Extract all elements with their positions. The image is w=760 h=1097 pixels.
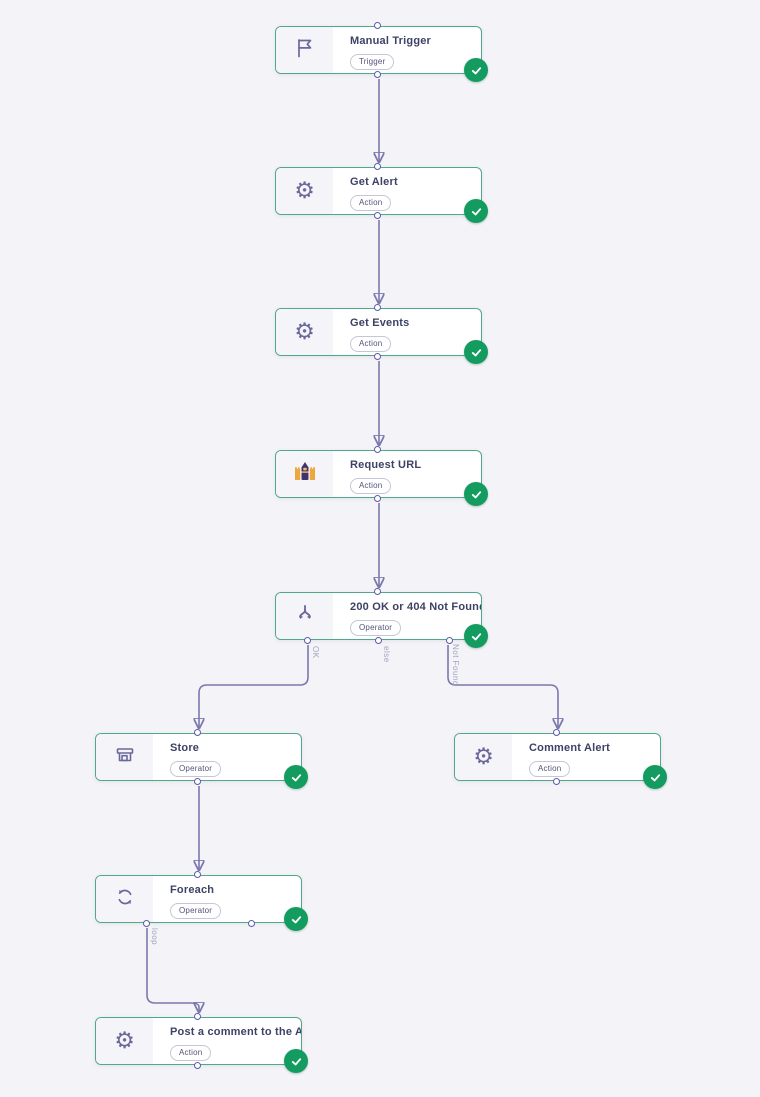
port-out[interactable] xyxy=(373,212,381,219)
edge-label-loop: loop xyxy=(150,928,159,946)
loop-icon xyxy=(113,885,137,914)
node-title: Store xyxy=(170,742,200,754)
check-icon xyxy=(471,207,481,215)
port-out[interactable] xyxy=(193,1062,201,1069)
edge-not-found xyxy=(447,645,558,727)
success-check-badge xyxy=(464,58,488,82)
port-out-done[interactable] xyxy=(248,920,255,927)
node-store[interactable]: Store Operator xyxy=(95,729,308,789)
port-out[interactable] xyxy=(373,71,381,78)
branch-split-icon xyxy=(292,601,318,632)
node-type-badge: Action xyxy=(350,336,392,352)
port-in[interactable] xyxy=(373,588,381,595)
check-icon xyxy=(291,915,301,923)
port-in[interactable] xyxy=(193,1013,201,1020)
success-check-badge xyxy=(464,482,488,506)
port-out-ok[interactable] xyxy=(304,637,311,644)
node-title: Get Events xyxy=(350,317,410,329)
gear-icon: ⚙ xyxy=(294,318,315,345)
check-icon xyxy=(471,66,481,74)
port-out-loop[interactable] xyxy=(143,920,150,927)
success-check-badge xyxy=(464,624,488,648)
node-get-events[interactable]: ⚙ Get Events Action xyxy=(275,304,488,364)
node-title: Post a comment to the Alert xyxy=(170,1026,301,1038)
check-icon xyxy=(291,773,301,781)
port-out-not-found[interactable] xyxy=(446,637,453,644)
node-foreach[interactable]: Foreach Operator xyxy=(95,871,308,931)
node-type-badge: Operator xyxy=(350,620,402,636)
gear-icon: ⚙ xyxy=(294,177,315,204)
node-type-badge: Operator xyxy=(170,903,222,919)
node-type-badge: Operator xyxy=(170,761,222,777)
port-in[interactable] xyxy=(373,304,381,311)
node-type-badge: Action xyxy=(529,761,571,777)
check-icon xyxy=(471,632,481,640)
node-title: 200 OK or 404 Not Found xyxy=(350,601,481,613)
success-check-badge xyxy=(464,199,488,223)
node-200-ok-or-404-not-found[interactable]: 200 OK or 404 Not Found Operator xyxy=(275,588,488,648)
gear-icon: ⚙ xyxy=(114,1027,135,1054)
wizard-app-icon xyxy=(293,460,317,489)
port-out-else[interactable] xyxy=(375,637,382,644)
node-comment-alert[interactable]: ⚙ Comment Alert Action xyxy=(454,729,667,789)
success-check-badge xyxy=(284,907,308,931)
node-title: Request URL xyxy=(350,459,422,471)
port-out[interactable] xyxy=(552,778,560,785)
node-title: Comment Alert xyxy=(529,742,611,754)
success-check-badge xyxy=(464,340,488,364)
port-in[interactable] xyxy=(373,446,381,453)
port-in[interactable] xyxy=(373,22,381,29)
edge-ok xyxy=(199,645,309,727)
node-title: Get Alert xyxy=(350,176,398,188)
port-in[interactable] xyxy=(193,871,201,878)
success-check-badge xyxy=(643,765,667,789)
edge-label-ok: OK xyxy=(311,646,320,659)
port-in[interactable] xyxy=(193,729,201,736)
gear-icon: ⚙ xyxy=(473,743,494,770)
node-request-url[interactable]: Request URL Action xyxy=(275,446,488,506)
check-icon xyxy=(291,1057,301,1065)
port-out[interactable] xyxy=(373,495,381,502)
flag-icon xyxy=(293,36,317,65)
node-manual-trigger[interactable]: Manual Trigger Trigger xyxy=(275,22,488,82)
edge-label-else: else xyxy=(382,646,391,663)
port-out[interactable] xyxy=(373,353,381,360)
storefront-icon xyxy=(113,743,137,772)
edge-loop xyxy=(146,928,199,1011)
check-icon xyxy=(471,348,481,356)
port-in[interactable] xyxy=(373,163,381,170)
success-check-badge xyxy=(284,1049,308,1073)
node-title: Foreach xyxy=(170,884,215,896)
node-title: Manual Trigger xyxy=(350,35,432,47)
edge-label-not-found: Not Found xyxy=(451,644,460,686)
check-icon xyxy=(471,490,481,498)
port-out[interactable] xyxy=(193,778,201,785)
node-type-badge: Action xyxy=(170,1045,212,1061)
node-type-badge: Action xyxy=(350,195,392,211)
node-post-a-comment-to-the-alert[interactable]: ⚙ Post a comment to the Alert Action xyxy=(95,1013,308,1073)
node-type-badge: Trigger xyxy=(350,54,395,70)
check-icon xyxy=(650,773,660,781)
node-type-badge: Action xyxy=(350,478,392,494)
node-get-alert[interactable]: ⚙ Get Alert Action xyxy=(275,163,488,223)
port-in[interactable] xyxy=(552,729,560,736)
success-check-badge xyxy=(284,765,308,789)
